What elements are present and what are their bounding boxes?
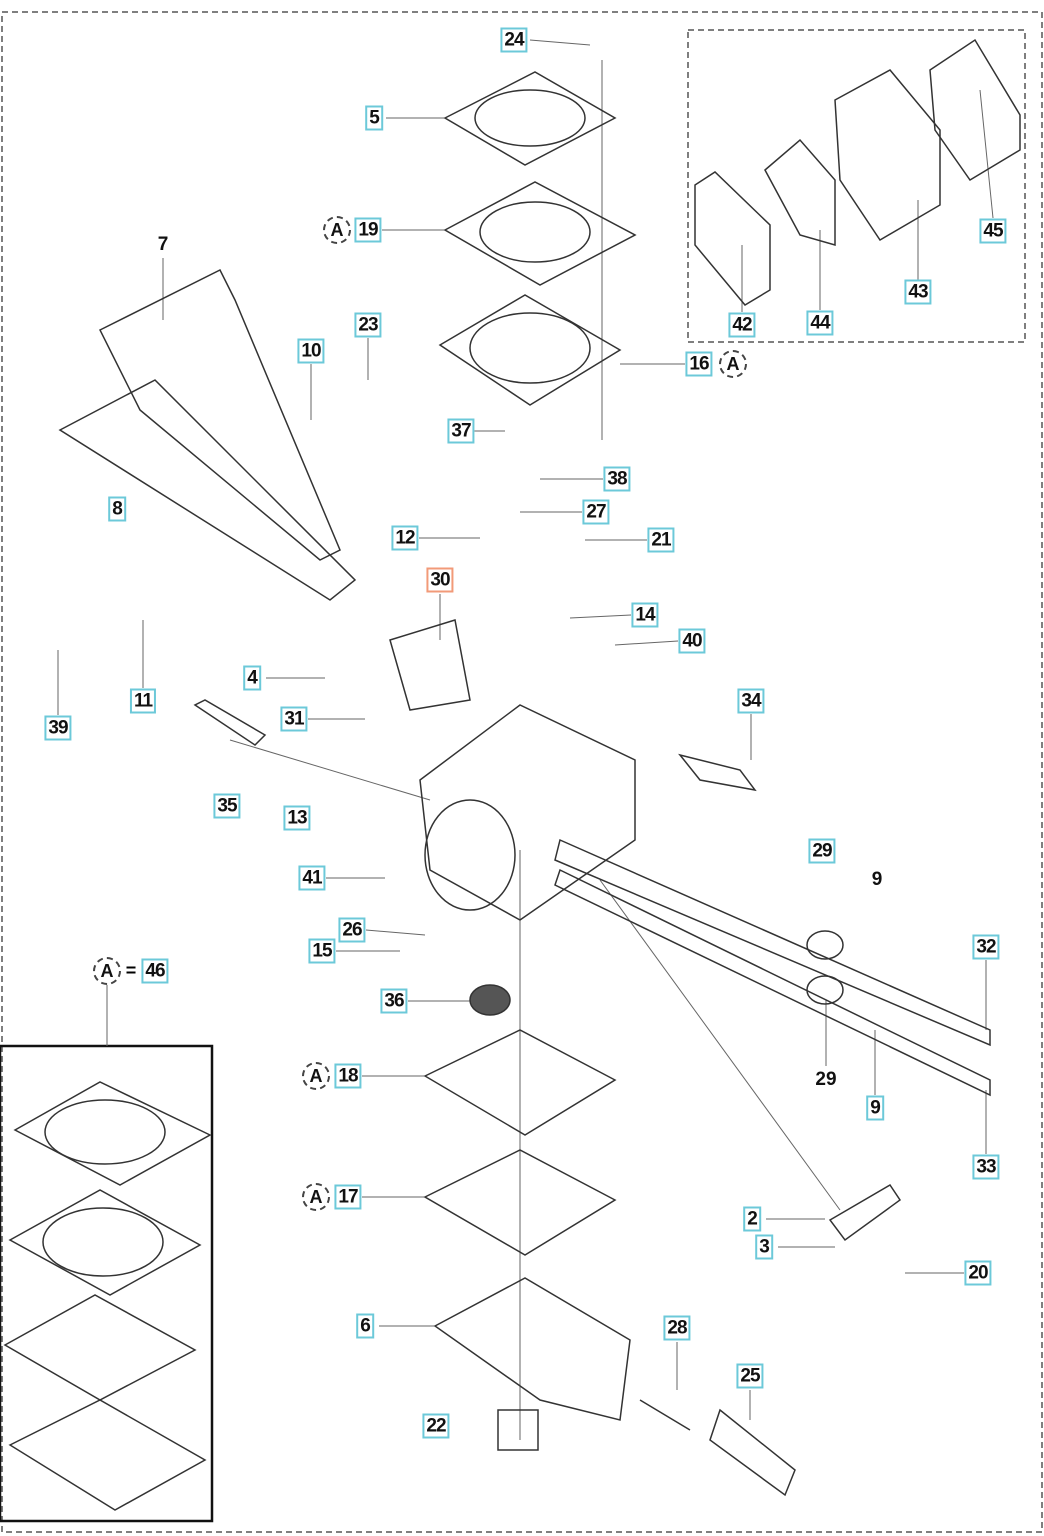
callout-27[interactable]: 27	[582, 499, 610, 525]
callout-11[interactable]: 11	[129, 688, 157, 714]
callout-41[interactable]: 41	[298, 865, 326, 891]
callout-2[interactable]: 2	[743, 1206, 761, 1232]
kit-equals: =	[125, 960, 137, 981]
callout-33[interactable]: 33	[972, 1154, 1000, 1180]
plain-label-9: 9	[871, 869, 883, 890]
gasket-parts	[3, 71, 637, 1511]
callout-40[interactable]: 40	[678, 628, 706, 654]
callout-36[interactable]: 36	[380, 988, 408, 1014]
callout-30-highlighted[interactable]: 30	[426, 567, 454, 593]
diagram-border	[1, 11, 1043, 1533]
callout-6[interactable]: 6	[356, 1313, 374, 1339]
callout-18[interactable]: 18	[334, 1063, 362, 1089]
kit-inset-frame	[0, 1044, 214, 1523]
callout-5[interactable]: 5	[365, 105, 383, 131]
plain-label-29: 29	[815, 1069, 837, 1090]
callout-37[interactable]: 37	[447, 418, 475, 444]
callout-12[interactable]: 12	[391, 525, 419, 551]
callout-46[interactable]: 46	[141, 958, 169, 984]
callout-42[interactable]: 42	[728, 312, 756, 338]
callout-8[interactable]: 8	[108, 496, 126, 522]
kit-marker-46: A	[93, 957, 121, 985]
callout-10[interactable]: 10	[297, 338, 325, 364]
callout-14[interactable]: 14	[631, 602, 659, 628]
air-filter-parts	[694, 38, 1021, 306]
callout-44[interactable]: 44	[806, 310, 834, 336]
callout-31[interactable]: 31	[280, 706, 308, 732]
callout-25[interactable]: 25	[736, 1363, 764, 1389]
callout-45[interactable]: 45	[979, 218, 1007, 244]
callout-38[interactable]: 38	[603, 466, 631, 492]
carburetor-body	[58, 268, 991, 1497]
kit-marker-17: A	[302, 1183, 330, 1211]
kit-marker-18: A	[302, 1062, 330, 1090]
callout-19[interactable]: 19	[354, 217, 382, 243]
callout-32[interactable]: 32	[972, 934, 1000, 960]
callout-13[interactable]: 13	[283, 805, 311, 831]
callout-17[interactable]: 17	[334, 1184, 362, 1210]
callout-29[interactable]: 29	[808, 838, 836, 864]
air-filter-group-border	[687, 29, 1026, 343]
callout-4[interactable]: 4	[243, 665, 261, 691]
callout-39[interactable]: 39	[44, 715, 72, 741]
callout-28[interactable]: 28	[663, 1315, 691, 1341]
callout-15[interactable]: 15	[308, 938, 336, 964]
callout-43[interactable]: 43	[904, 279, 932, 305]
callout-20[interactable]: 20	[964, 1260, 992, 1286]
kit-marker-19: A	[323, 216, 351, 244]
kit-marker-16: A	[719, 350, 747, 378]
callout-3[interactable]: 3	[755, 1234, 773, 1260]
callout-35[interactable]: 35	[213, 793, 241, 819]
callout-22[interactable]: 22	[422, 1413, 450, 1439]
plain-label-7: 7	[157, 234, 169, 255]
callout-26[interactable]: 26	[338, 917, 366, 943]
callout-23[interactable]: 23	[354, 312, 382, 338]
callout-21[interactable]: 21	[647, 527, 675, 553]
leader-lines	[57, 39, 994, 1440]
callout-16[interactable]: 16	[685, 351, 713, 377]
callout-9[interactable]: 9	[866, 1095, 884, 1121]
callout-34[interactable]: 34	[737, 688, 765, 714]
callout-24[interactable]: 24	[500, 27, 528, 53]
